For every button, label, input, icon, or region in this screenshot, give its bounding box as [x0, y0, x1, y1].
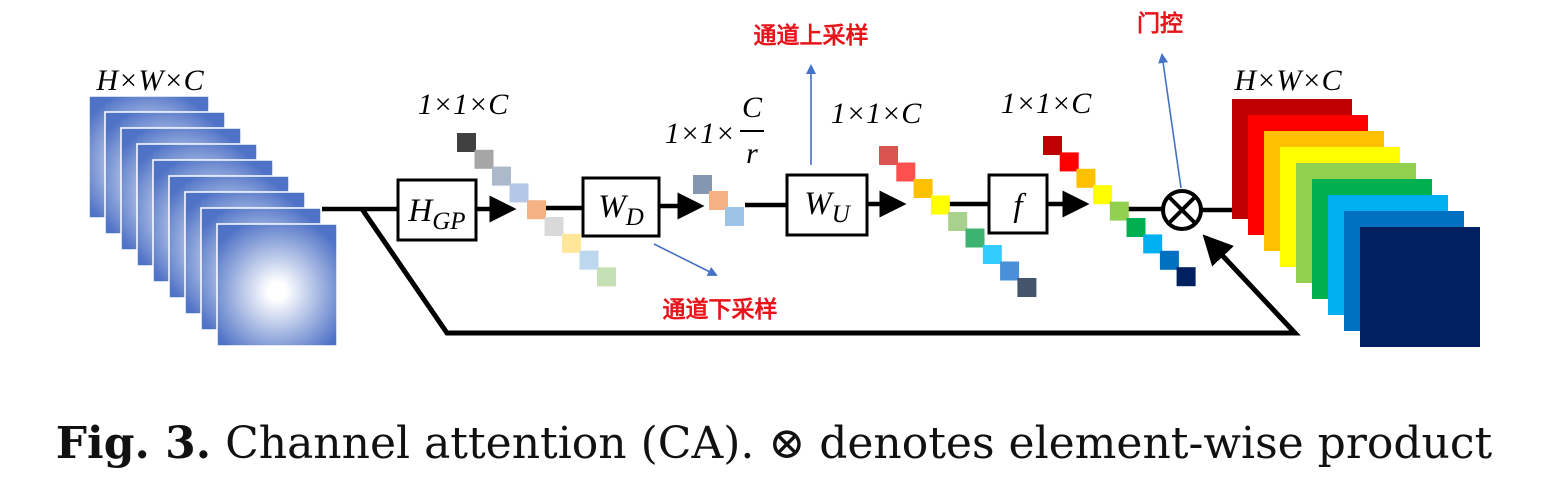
channel-cell	[930, 195, 950, 215]
channel-cell	[1017, 278, 1037, 297]
channel-cell	[474, 149, 494, 169]
vector-label-after-wd-numerator: C	[742, 91, 763, 124]
vector-label-after-wd: 1×1× C r	[665, 91, 764, 170]
channel-cell	[879, 146, 898, 165]
upsample-annotation: 通道上采样	[754, 22, 869, 49]
input-tensor-slice	[216, 223, 338, 347]
channel-cell	[1059, 152, 1079, 172]
channel-cell	[579, 250, 599, 270]
channel-cell	[965, 228, 985, 248]
wu-sub: U	[832, 201, 852, 228]
wd-block: WD	[581, 176, 661, 238]
main-path	[322, 190, 1232, 223]
gating-annotation: 门控	[1137, 10, 1183, 37]
channel-cell	[1076, 168, 1096, 188]
channel-cell	[709, 191, 728, 210]
caption-figure-number: Fig. 3.	[55, 418, 212, 469]
channel-cell	[913, 179, 933, 198]
channel-cell	[1000, 261, 1020, 281]
gating-arrow	[1158, 53, 1182, 189]
channel-cell	[597, 267, 616, 287]
hgp-block: HGP	[396, 178, 478, 242]
downsample-annotation: 通道下采样	[663, 296, 778, 323]
wd-sub: D	[625, 204, 644, 231]
vector-label-after-wu: 1×1×C	[831, 97, 922, 130]
output-tensor-label: H×W×C	[1233, 64, 1342, 97]
wd-main: W	[598, 189, 628, 225]
input-tensor	[88, 95, 338, 347]
channel-cell	[1126, 218, 1146, 237]
channel-cell	[982, 245, 1002, 264]
wu-main: W	[804, 186, 834, 222]
skip-connection	[359, 207, 1301, 336]
channel-cell	[896, 162, 916, 182]
svg-text:WU: WU	[804, 186, 852, 228]
input-tensor-label: H×W×C	[95, 64, 204, 97]
figure-caption: Fig. 3. Channel attention (CA). ⊗ denote…	[0, 418, 1548, 469]
downsample-arrow	[653, 243, 718, 276]
channel-cell	[1109, 201, 1129, 221]
hgp-main: H	[407, 193, 434, 229]
svg-text:HGP: HGP	[407, 193, 465, 235]
channel-cell	[544, 217, 564, 236]
channel-cell	[509, 183, 529, 203]
channel-cell	[1043, 136, 1062, 155]
vector-after-wd	[693, 175, 744, 226]
vector-label-after-f: 1×1×C	[1001, 87, 1092, 120]
channel-cell	[1143, 234, 1163, 254]
hgp-sub: GP	[432, 208, 465, 235]
caption-text: Channel attention (CA). ⊗ denotes elemen…	[211, 418, 1493, 469]
channel-cell	[457, 133, 476, 152]
output-tensor	[1232, 99, 1480, 347]
vector-after-wu	[879, 146, 1037, 297]
channel-cell	[527, 200, 546, 220]
channel-cell	[1159, 250, 1179, 270]
output-tensor-slice	[1360, 227, 1480, 347]
vector-after-f	[1043, 136, 1196, 287]
vector-label-after-wd-prefix: 1×1×	[665, 117, 736, 150]
annotation-arrows	[653, 53, 1182, 276]
elementwise-product-operator	[1161, 189, 1203, 231]
vector-label-after-hgp: 1×1×C	[418, 88, 509, 121]
channel-cell	[1093, 185, 1113, 205]
svg-text:WD: WD	[598, 189, 644, 231]
f-block: f	[987, 173, 1049, 235]
channel-cell	[693, 175, 712, 194]
channel-cell	[948, 212, 968, 231]
channel-cell	[1176, 267, 1196, 287]
wu-block: WU	[785, 173, 869, 237]
channel-cell	[562, 233, 581, 253]
channel-cell	[492, 166, 511, 186]
vector-after-hgp	[457, 133, 616, 287]
vector-label-after-wd-denominator: r	[746, 137, 758, 170]
channel-cell	[725, 207, 744, 226]
